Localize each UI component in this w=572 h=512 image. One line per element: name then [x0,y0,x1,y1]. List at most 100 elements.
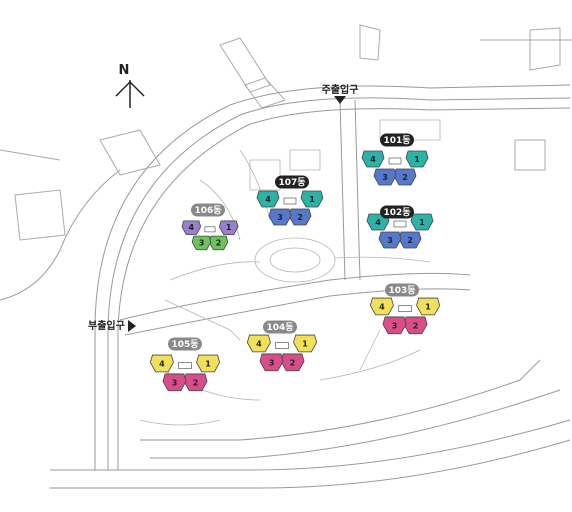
wing-shape [382,316,407,335]
wing-shape [410,213,434,231]
wing-number: 4 [265,195,271,204]
building-wing: 2 [208,235,229,251]
wing-number: 4 [256,340,262,349]
wing-shape [293,334,318,353]
north-label: N [119,63,130,78]
wing-number: 3 [199,239,205,248]
building-core [283,197,297,205]
main-entrance-arrow-icon [334,96,346,104]
wing-number: 1 [414,155,420,164]
wing-shape [416,297,441,316]
building-wing: 3 [191,235,212,251]
wing-shape [196,354,221,373]
wing-number: 1 [309,195,315,204]
building-core [398,305,412,312]
wing-number: 4 [189,223,195,232]
wing-number: 1 [226,223,232,232]
building-badge [263,320,297,334]
wing-number: 2 [193,379,199,388]
sub-entrance-label: 부출입구 [88,319,125,332]
sub-entrance: 부출입구 [88,319,136,332]
building-label: 106동 [194,205,221,216]
wing-number: 3 [387,236,393,245]
wing-number: 3 [269,359,275,368]
wing-number: 2 [216,239,222,248]
wing-shape [149,354,174,373]
wing-number: 2 [413,322,419,331]
surrounding-blocks [0,24,572,241]
wing-number: 1 [302,340,308,349]
wing-shape [361,150,385,168]
building-106[interactable]: 12 34 106동 [181,203,239,251]
building-wing: 3 [268,208,292,226]
wing-shape [405,150,429,168]
north-compass: N [115,63,145,108]
wing-number: 2 [290,359,296,368]
building-label: 104동 [266,322,293,333]
building-label: 102동 [383,207,410,218]
building-core [393,220,407,228]
main-entrance: 주출입구 [322,83,359,104]
building-wing: 3 [378,231,402,249]
main-entrance-label: 주출입구 [322,83,359,96]
building-label: 105동 [171,339,198,350]
building-badge [275,175,309,189]
building-wing: 3 [162,373,187,392]
building-label: 103동 [388,285,415,296]
wing-shape [256,190,280,208]
building-badge [168,337,202,351]
wing-number: 1 [205,360,211,369]
wing-shape [378,231,402,249]
wing-number: 1 [425,303,431,312]
building-wing: 1 [218,220,239,235]
building-wing: 4 [181,220,202,235]
wing-shape [181,220,202,235]
wing-shape [191,235,212,251]
building-core [178,362,192,369]
building-wing: 3 [373,168,397,186]
building-core [275,342,289,349]
building-wing: 1 [416,297,441,316]
wing-shape [369,297,394,316]
wing-shape [268,208,292,226]
building-wing: 1 [410,213,434,231]
wing-number: 2 [402,173,408,182]
building-105[interactable]: 1 2 3 4 105동 [149,337,221,392]
wing-number: 4 [379,303,385,312]
wing-number: 2 [297,213,303,222]
building-wing: 1 [196,354,221,373]
wing-shape [300,190,324,208]
wing-number: 3 [172,379,178,388]
building-badge [380,205,414,219]
building-wing: 2 [183,373,208,392]
wing-number: 3 [392,322,398,331]
wing-number: 3 [277,213,283,222]
building-wing: 1 [293,334,318,353]
building-wing: 2 [393,168,417,186]
wing-shape [218,220,239,235]
building-label: 101동 [383,135,410,146]
building-wing: 3 [259,353,284,372]
building-wing: 2 [398,231,422,249]
wing-shape [162,373,187,392]
building-104[interactable]: 1 2 3 4 104동 [246,320,318,372]
building-core [204,226,216,233]
wing-number: 4 [159,360,165,369]
wing-shape [259,353,284,372]
building-wing: 4 [369,297,394,316]
wing-number: 4 [375,218,381,227]
building-wing: 2 [288,208,312,226]
sub-entrance-arrow-icon [128,320,136,332]
building-badge [191,203,225,217]
building-wing: 4 [256,190,280,208]
wing-number: 2 [407,236,413,245]
building-core [388,157,402,165]
building-badge [385,283,419,297]
building-wing: 3 [382,316,407,335]
building-wing: 1 [300,190,324,208]
